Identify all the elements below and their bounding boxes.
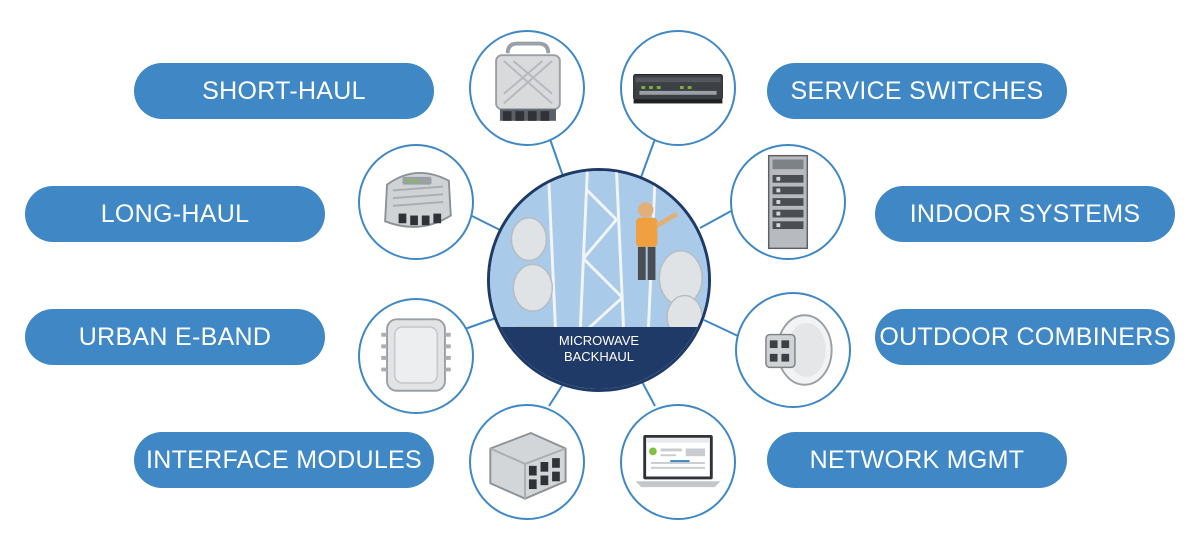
- urban-e-band-bubble[interactable]: [358, 298, 474, 414]
- network-mgmt-bubble[interactable]: [620, 404, 736, 520]
- category-short-haul[interactable]: SHORT-HAUL: [134, 63, 434, 119]
- long-haul-radio-icon: [384, 171, 452, 228]
- category-outdoor-combiners[interactable]: OUTDOOR COMBINERS: [875, 309, 1175, 365]
- category-long-haul[interactable]: LONG-HAUL: [25, 186, 325, 242]
- category-label: NETWORK MGMT: [809, 445, 1025, 474]
- interface-modules-bubble[interactable]: [469, 404, 585, 520]
- outdoor-radio-icon: [495, 41, 561, 121]
- outdoor-combiners-bubble[interactable]: [735, 292, 851, 408]
- connector-outdoor-combiners: [703, 319, 739, 337]
- e-band-radio-icon: [381, 318, 451, 392]
- center-label-line2: BACKHAUL: [563, 349, 635, 364]
- indoor-chassis-icon: [767, 154, 809, 250]
- interface-module-icon: [489, 431, 567, 500]
- service-switches-bubble[interactable]: [620, 30, 736, 146]
- short-haul-bubble[interactable]: [469, 30, 585, 146]
- center-hub: MICROWAVE BACKHAUL: [487, 168, 711, 392]
- category-indoor-systems[interactable]: INDOOR SYSTEMS: [875, 186, 1175, 242]
- technician: [635, 202, 679, 280]
- center-label: MICROWAVE BACKHAUL: [490, 327, 708, 389]
- indoor-systems-bubble[interactable]: [730, 144, 846, 260]
- category-interface-modules[interactable]: INTERFACE MODULES: [134, 432, 434, 488]
- category-label: SERVICE SWITCHES: [790, 76, 1044, 105]
- category-label: INTERFACE MODULES: [146, 445, 422, 474]
- center-label-line1: MICROWAVE: [558, 333, 640, 348]
- category-service-switches[interactable]: SERVICE SWITCHES: [767, 63, 1067, 119]
- category-urban-e-band[interactable]: URBAN E-BAND: [25, 309, 325, 365]
- category-label: URBAN E-BAND: [78, 322, 272, 351]
- category-label: LONG-HAUL: [100, 199, 250, 228]
- long-haul-bubble[interactable]: [358, 144, 474, 260]
- dish-combiner-icon: [765, 314, 833, 386]
- rack-switch-icon: [633, 74, 723, 104]
- category-label: SHORT-HAUL: [202, 76, 366, 105]
- category-label: OUTDOOR COMBINERS: [879, 322, 1171, 351]
- category-network-mgmt[interactable]: NETWORK MGMT: [767, 432, 1067, 488]
- laptop-dashboard-icon: [635, 434, 721, 488]
- category-label: INDOOR SYSTEMS: [909, 199, 1141, 228]
